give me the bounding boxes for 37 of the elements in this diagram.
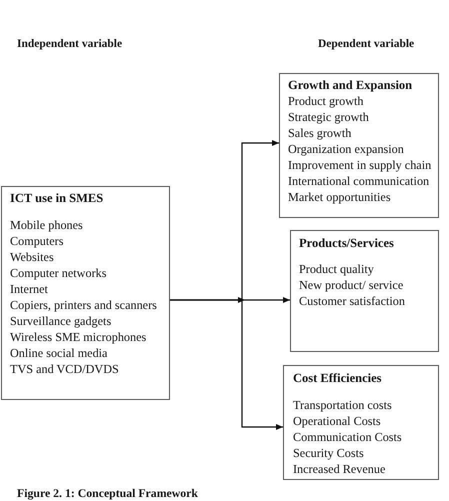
list-item: Communication Costs bbox=[293, 429, 402, 445]
list-item: Market opportunities bbox=[288, 189, 391, 205]
list-item: Transportation costs bbox=[293, 397, 392, 413]
list-item: Mobile phones bbox=[10, 217, 83, 233]
box-heading: ICT use in SMES bbox=[10, 190, 104, 206]
box-heading: Cost Efficiencies bbox=[293, 370, 382, 386]
list-item: Improvement in supply chain bbox=[288, 157, 432, 173]
list-item: Computers bbox=[10, 233, 64, 249]
variable-box bbox=[290, 230, 439, 352]
variable-box bbox=[1, 186, 170, 400]
list-item: Sales growth bbox=[288, 125, 352, 141]
list-item: Internet bbox=[10, 281, 48, 297]
list-item: Wireless SME microphones bbox=[10, 329, 146, 345]
list-item: Operational Costs bbox=[293, 413, 381, 429]
column-heading: Dependent variable bbox=[318, 37, 414, 51]
column-heading: Independent variable bbox=[17, 37, 122, 51]
list-item: Websites bbox=[10, 249, 54, 265]
figure-caption: Figure 2. 1: Conceptual Framework bbox=[17, 486, 198, 500]
list-item: Surveillance gadgets bbox=[10, 313, 112, 329]
list-item: Copiers, printers and scanners bbox=[10, 297, 157, 313]
list-item: Strategic growth bbox=[288, 109, 369, 125]
box-heading: Products/Services bbox=[299, 235, 394, 251]
box-heading: Growth and Expansion bbox=[288, 77, 412, 93]
list-item: TVS and VCD/DVDS bbox=[10, 361, 119, 377]
list-item: International communication bbox=[288, 173, 430, 189]
variable-box bbox=[283, 365, 439, 480]
list-item: Online social media bbox=[10, 345, 108, 361]
arrow bbox=[170, 299, 283, 430]
variable-box bbox=[279, 73, 439, 218]
list-item: Computer networks bbox=[10, 265, 106, 281]
list-item: Product growth bbox=[288, 93, 364, 109]
list-item: New product/ service bbox=[299, 277, 404, 293]
list-item: Organization expansion bbox=[288, 141, 404, 157]
list-item: Customer satisfaction bbox=[299, 293, 405, 309]
list-item: Security Costs bbox=[293, 445, 364, 461]
list-item: Increased Revenue bbox=[293, 461, 386, 477]
list-item: Product quality bbox=[299, 261, 374, 277]
